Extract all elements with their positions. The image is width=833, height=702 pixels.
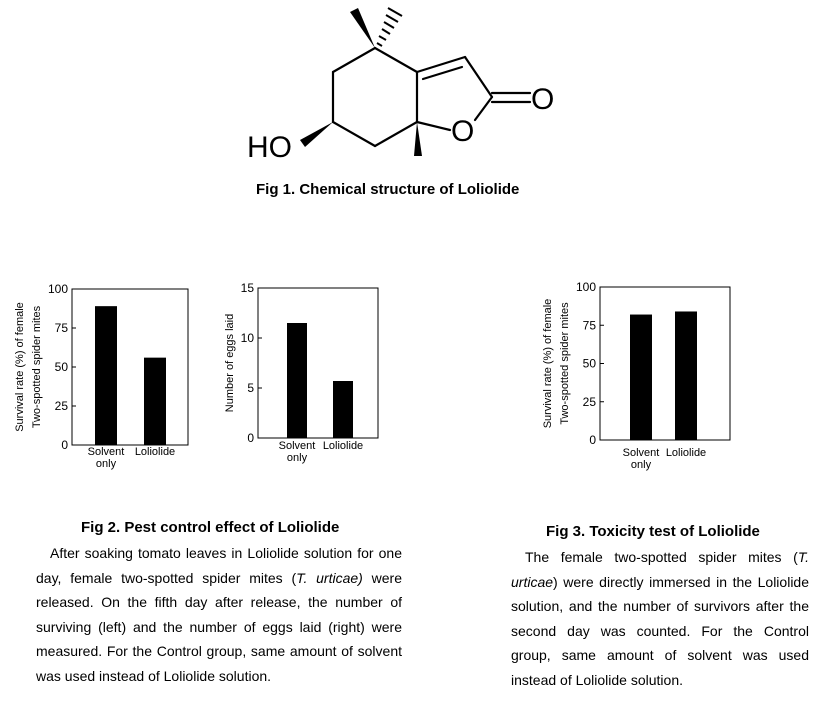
ring-oxygen-label: O	[451, 115, 474, 148]
hydroxyl-label: HO	[247, 131, 292, 164]
y-tick-label: 100	[48, 282, 68, 296]
bar	[95, 306, 117, 445]
bond	[415, 120, 452, 132]
bar	[630, 314, 652, 440]
bond	[331, 120, 377, 148]
bond	[373, 120, 419, 148]
plot-frame	[257, 287, 379, 439]
fig1-caption: Fig 1. Chemical structure of Loliolide	[256, 181, 520, 198]
category-label-line: Solvent	[623, 447, 660, 459]
y-tick-label: 75	[583, 318, 597, 332]
y-tick-label: 0	[247, 431, 254, 445]
bond	[415, 55, 467, 74]
category-label-line: Solvent	[279, 440, 316, 452]
fig3-description-part1: The female two-spotted spider mites (	[525, 549, 798, 565]
category-label: Loliolide	[666, 447, 706, 459]
fig3-description: The female two-spotted spider mites (T. …	[511, 545, 809, 692]
category-label-line: Solvent	[88, 446, 125, 458]
bar	[287, 323, 307, 438]
y-tick-label: 10	[241, 331, 255, 345]
bar	[333, 381, 353, 438]
category-label: Loliolide	[323, 440, 363, 452]
y-tick-label: 75	[55, 321, 69, 335]
carbonyl-oxygen-label: O	[531, 83, 554, 116]
y-tick-label: 50	[55, 360, 69, 374]
y-axis-label: Two-spotted spider mites	[559, 302, 571, 425]
y-axis-label: Survival rate (%) of female	[14, 302, 26, 432]
category-label-line: only	[631, 459, 652, 471]
y-tick-label: 15	[241, 281, 255, 295]
plot-frame	[599, 286, 731, 441]
bond	[373, 46, 419, 74]
wedge-bond	[414, 122, 422, 156]
y-tick-label: 25	[55, 399, 69, 413]
y-axis-label: Number of eggs laid	[224, 314, 236, 412]
double-bond-inner	[421, 65, 464, 81]
fig2-species-name: T. urticae)	[296, 569, 363, 586]
plot-frame	[71, 288, 189, 446]
fig2-description: After soaking tomato leaves in Loliolide…	[36, 541, 402, 688]
fig3-description-part2: ) were directly immersed in the Loliolid…	[511, 573, 809, 688]
y-axis-label: Two-spotted spider mites	[31, 305, 43, 428]
fig3-caption: Fig 3. Toxicity test of Loliolide	[546, 523, 760, 540]
category-label-line: only	[287, 452, 308, 464]
category-label-line: Loliolide	[323, 440, 363, 452]
fig2-caption: Fig 2. Pest control effect of Loliolide	[81, 519, 340, 536]
fig2-description-part1: After soaking tomato leaves in Loliolide…	[36, 545, 402, 586]
category-label: Loliolide	[135, 446, 175, 458]
y-tick-label: 100	[576, 280, 596, 294]
loliolide-structure: HO O O	[247, 7, 554, 164]
bond	[473, 95, 494, 122]
bond	[331, 46, 377, 74]
category-label-line: only	[96, 458, 117, 470]
y-tick-label: 0	[589, 433, 596, 447]
fig2-description-part2: were released. On the fifth day after re…	[36, 569, 403, 684]
bar	[675, 311, 697, 440]
y-tick-label: 25	[583, 395, 597, 409]
y-tick-label: 0	[61, 438, 68, 452]
y-tick-label: 50	[583, 357, 597, 371]
wedge-bond	[300, 122, 333, 147]
fig3-species-name: T. urticae	[511, 549, 809, 590]
wedge-bond	[350, 8, 375, 48]
y-axis-label: Survival rate (%) of female	[542, 299, 554, 429]
category-label-line: Loliolide	[135, 446, 175, 458]
category-label-line: Loliolide	[666, 447, 706, 459]
bar	[144, 357, 166, 445]
hashed-bond	[376, 7, 403, 47]
y-tick-label: 5	[247, 381, 254, 395]
bond	[463, 55, 494, 99]
